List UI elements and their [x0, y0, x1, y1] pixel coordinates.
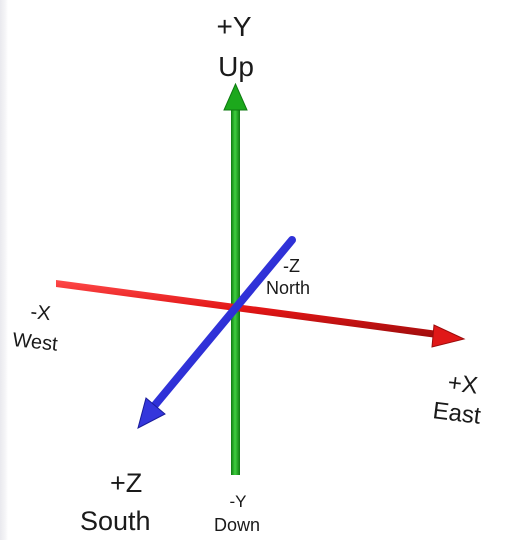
z-neg-sign-label: -Z: [283, 256, 300, 276]
z-axis-arrowhead: [137, 397, 166, 429]
x-axis-arrowhead: [431, 324, 466, 348]
y-axis-arrowhead: [223, 82, 248, 111]
x-pos-sign-label: +X: [446, 369, 479, 399]
y-neg-sign-label: -Y: [230, 492, 247, 511]
y-neg-direction-label: Down: [214, 515, 260, 535]
z-neg-direction-label: North: [266, 278, 310, 298]
left-edge-shadow: [0, 0, 8, 540]
y-pos-direction-label: Up: [218, 51, 254, 82]
z-pos-direction-label: South: [80, 506, 151, 536]
y-axis-shaft: [231, 108, 240, 475]
y-axis: [223, 82, 248, 475]
z-pos-sign-label: +Z: [110, 468, 142, 498]
x-neg-sign-label: -X: [29, 301, 51, 325]
x-neg-direction-label: West: [11, 329, 59, 356]
x-axis-shaft: [56, 280, 438, 338]
z-axis-shaft: [151, 236, 296, 409]
x-axis: [56, 280, 466, 348]
z-axis: [137, 236, 296, 429]
x-pos-direction-label: East: [431, 397, 482, 430]
y-pos-sign-label: +Y: [216, 11, 251, 42]
